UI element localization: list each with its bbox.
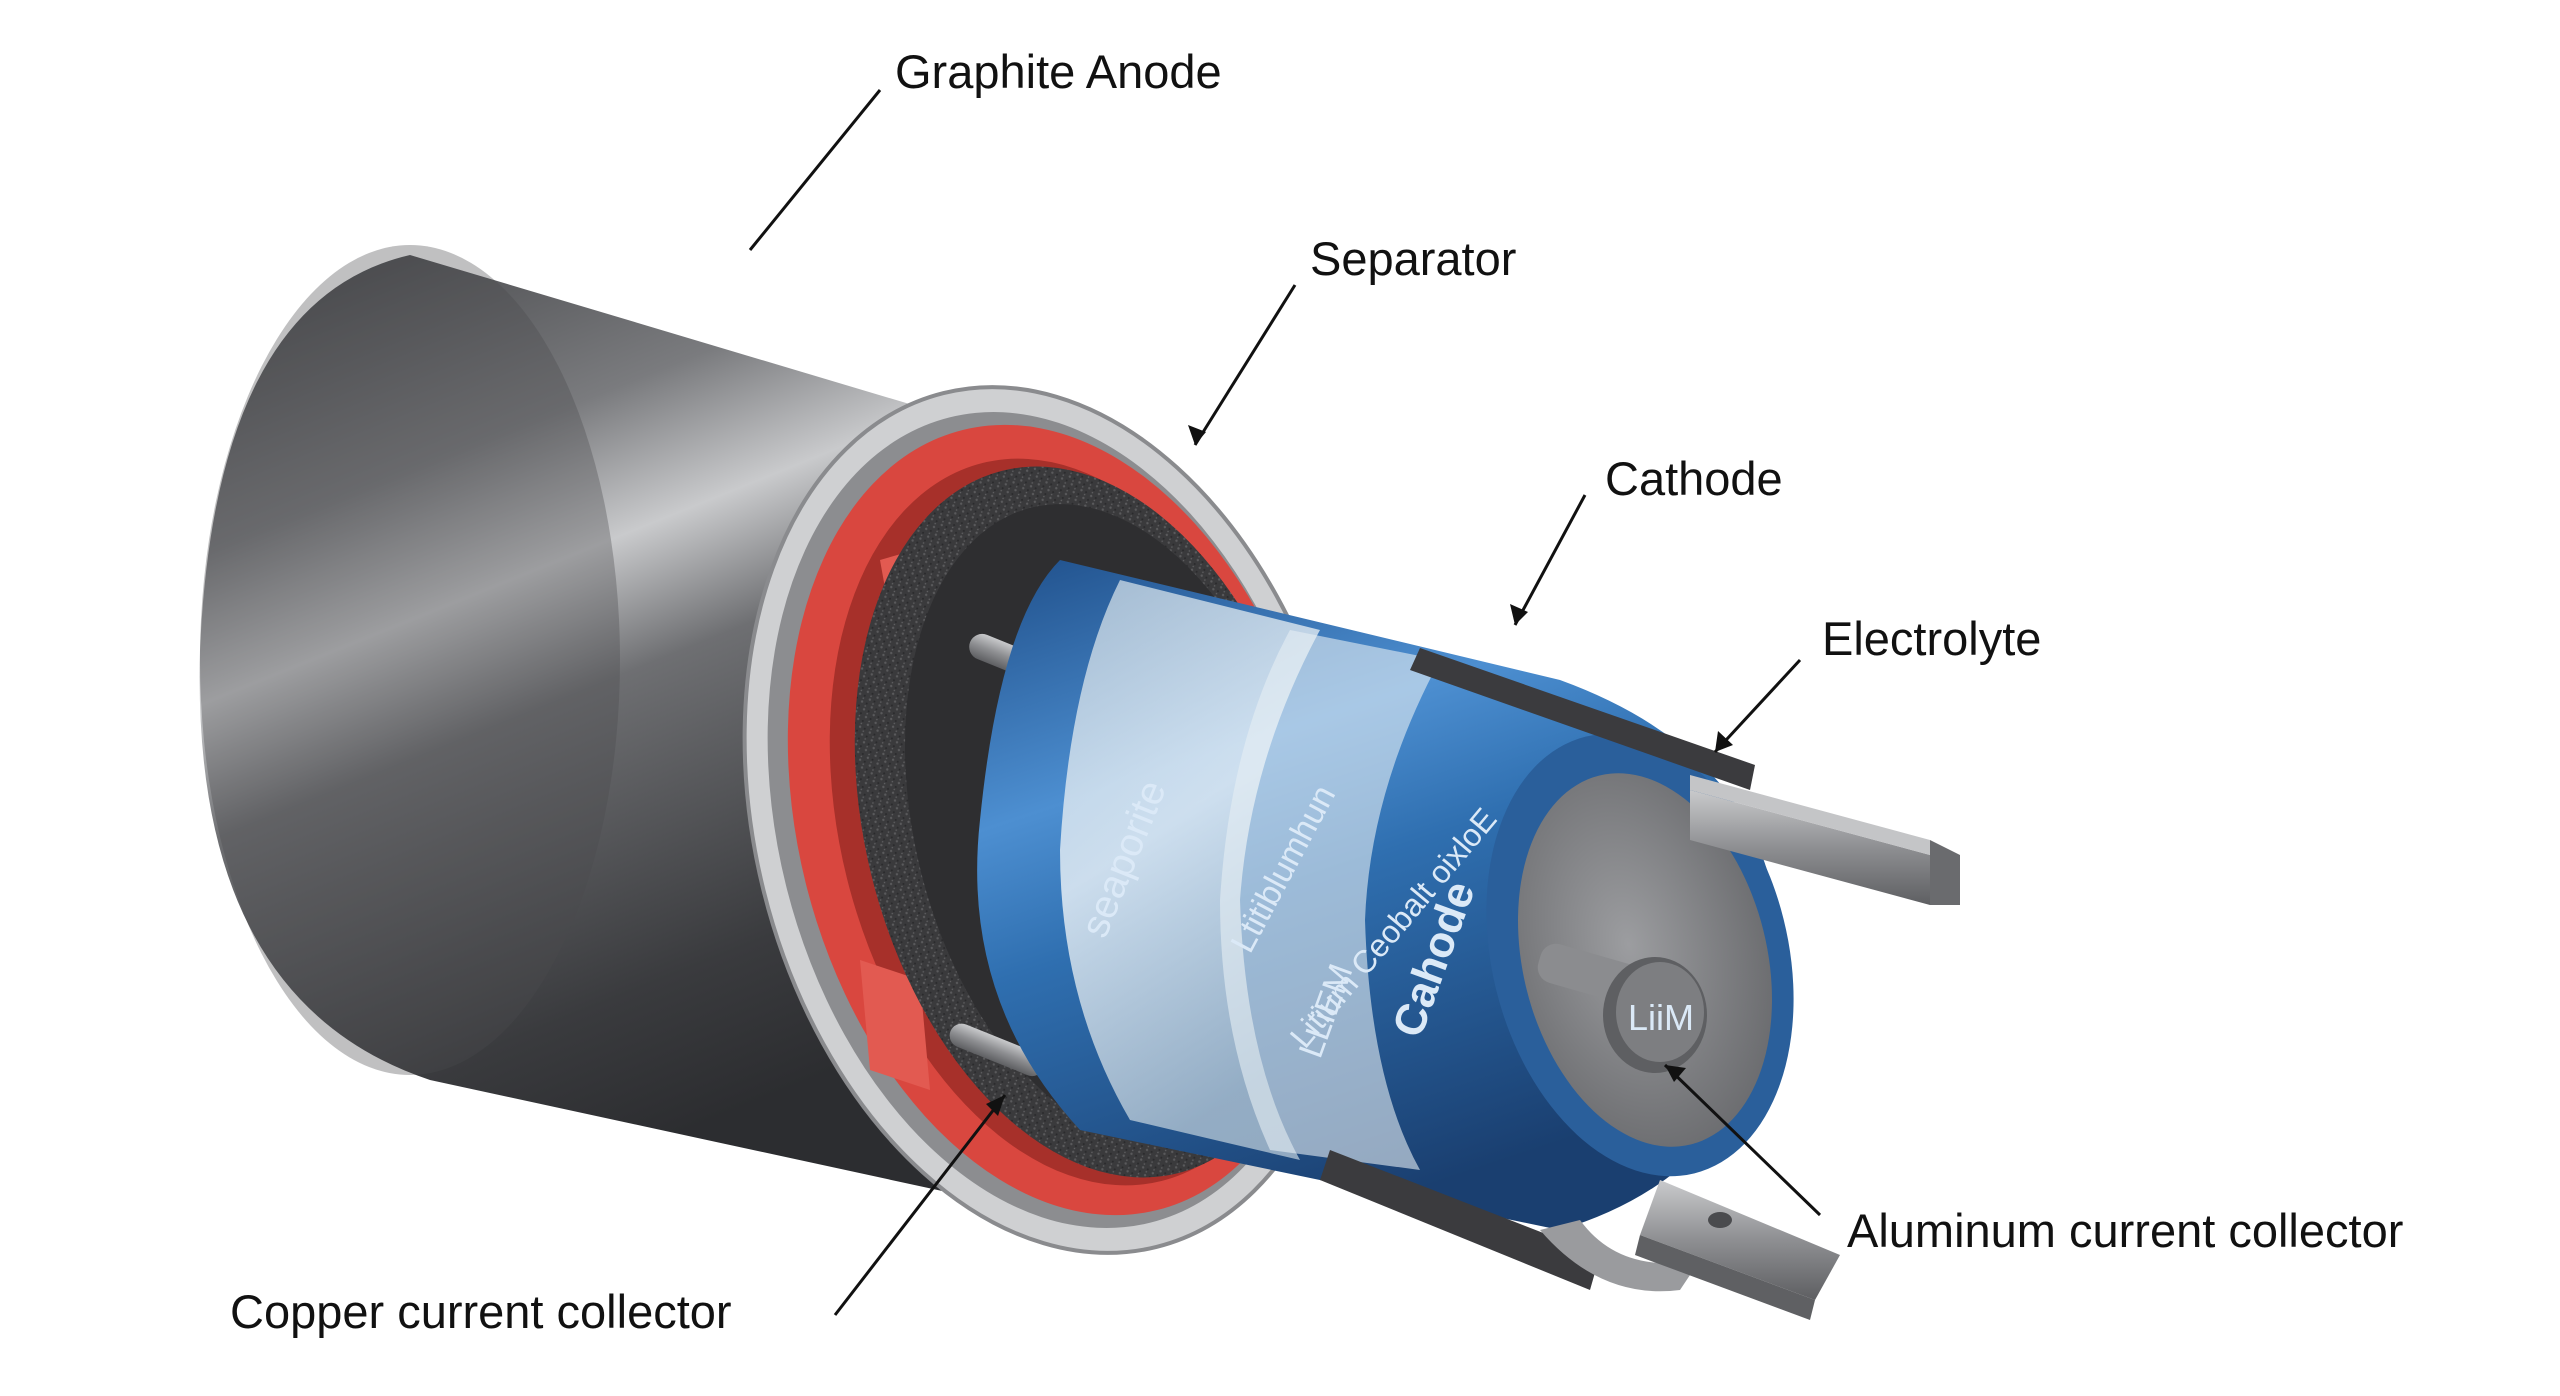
top-metal-tab <box>1690 775 1960 905</box>
leader-cathode <box>1513 494 1587 626</box>
leader-separator <box>1193 284 1297 446</box>
arrow-copper-collector <box>986 1095 1005 1116</box>
electrolyte-rail-top <box>1410 648 1755 790</box>
arrow-electrolyte <box>1715 731 1733 752</box>
leader-lines <box>748 89 1822 1316</box>
label-aluminum-current-collector: Aluminum current collector <box>1847 1204 2403 1257</box>
callout-labels: Graphite Anode Separator Cathode Electro… <box>230 45 2403 1338</box>
arrow-aluminum-collector <box>1665 1065 1686 1082</box>
terminal-text: LiiM <box>1628 997 1694 1038</box>
leader-aluminum-collector <box>1663 1063 1822 1217</box>
leader-copper-collector <box>833 1094 1007 1316</box>
electrolyte-glass-band <box>1060 580 1440 1170</box>
label-separator: Separator <box>1310 232 1516 285</box>
electrolyte-rail-bottom <box>1320 1150 1700 1292</box>
arrow-separator <box>1188 425 1206 445</box>
aluminum-collector-tab <box>1635 1180 1840 1320</box>
label-copper-current-collector: Copper current collector <box>230 1285 732 1338</box>
label-cathode: Cathode <box>1605 452 1783 505</box>
label-electrolyte: Electrolyte <box>1822 612 2041 665</box>
arrow-cathode <box>1510 604 1528 625</box>
label-graphite-anode: Graphite Anode <box>895 45 1222 98</box>
leader-electrolyte <box>1713 658 1802 754</box>
leader-graphite-anode <box>748 89 882 251</box>
